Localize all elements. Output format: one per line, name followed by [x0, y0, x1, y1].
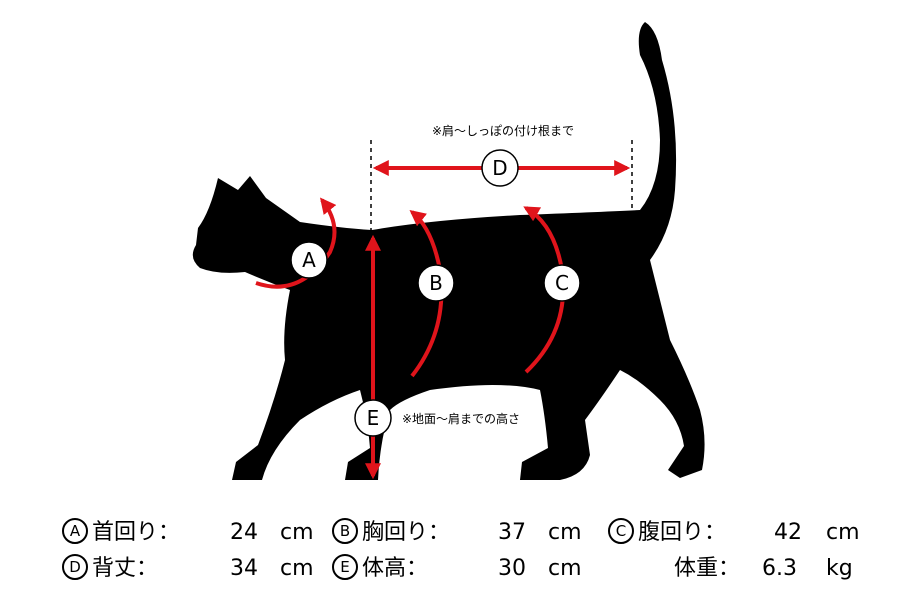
label-d: 背丈 — [92, 556, 137, 581]
marker-e-label: E — [367, 406, 380, 430]
badge-b: B — [332, 518, 358, 544]
neck-arc-a — [255, 197, 337, 289]
unit-d: cm — [280, 556, 314, 581]
marker-c: C — [543, 264, 581, 302]
badge-c: C — [608, 518, 634, 544]
back-length-note: ※肩〜しっぽの付け根まで — [432, 124, 575, 138]
unit-a: cm — [280, 520, 314, 545]
unit-c: cm — [826, 520, 860, 545]
badge-e: E — [332, 554, 358, 580]
label-b: 胸回り — [362, 520, 429, 545]
value-a: 24 — [230, 520, 258, 545]
value-c: 42 — [774, 520, 802, 545]
measurement-weight: 体重： — [674, 556, 741, 581]
label-e: 体高 — [362, 556, 407, 581]
unit-e: cm — [548, 556, 582, 581]
label-weight: 体重 — [674, 556, 719, 581]
marker-c-label: C — [555, 271, 569, 295]
unit-weight: kg — [826, 556, 853, 581]
badge-a: A — [62, 518, 88, 544]
marker-d: D — [481, 149, 519, 187]
marker-d-label: D — [492, 156, 507, 180]
value-weight: 6.3 — [762, 556, 797, 581]
value-d: 34 — [230, 556, 258, 581]
badge-d: D — [62, 554, 88, 580]
marker-b-label: B — [429, 271, 443, 295]
label-c: 腹回り — [638, 520, 705, 545]
marker-e: E — [354, 399, 392, 437]
value-b: 37 — [498, 520, 526, 545]
height-note: ※地面〜肩までの高さ — [402, 412, 521, 426]
value-e: 30 — [498, 556, 526, 581]
marker-a: A — [290, 241, 328, 279]
unit-b: cm — [548, 520, 582, 545]
marker-a-label: A — [302, 248, 316, 272]
marker-b: B — [417, 264, 455, 302]
cat-silhouette — [192, 22, 705, 480]
label-a: 首回り — [92, 520, 159, 545]
